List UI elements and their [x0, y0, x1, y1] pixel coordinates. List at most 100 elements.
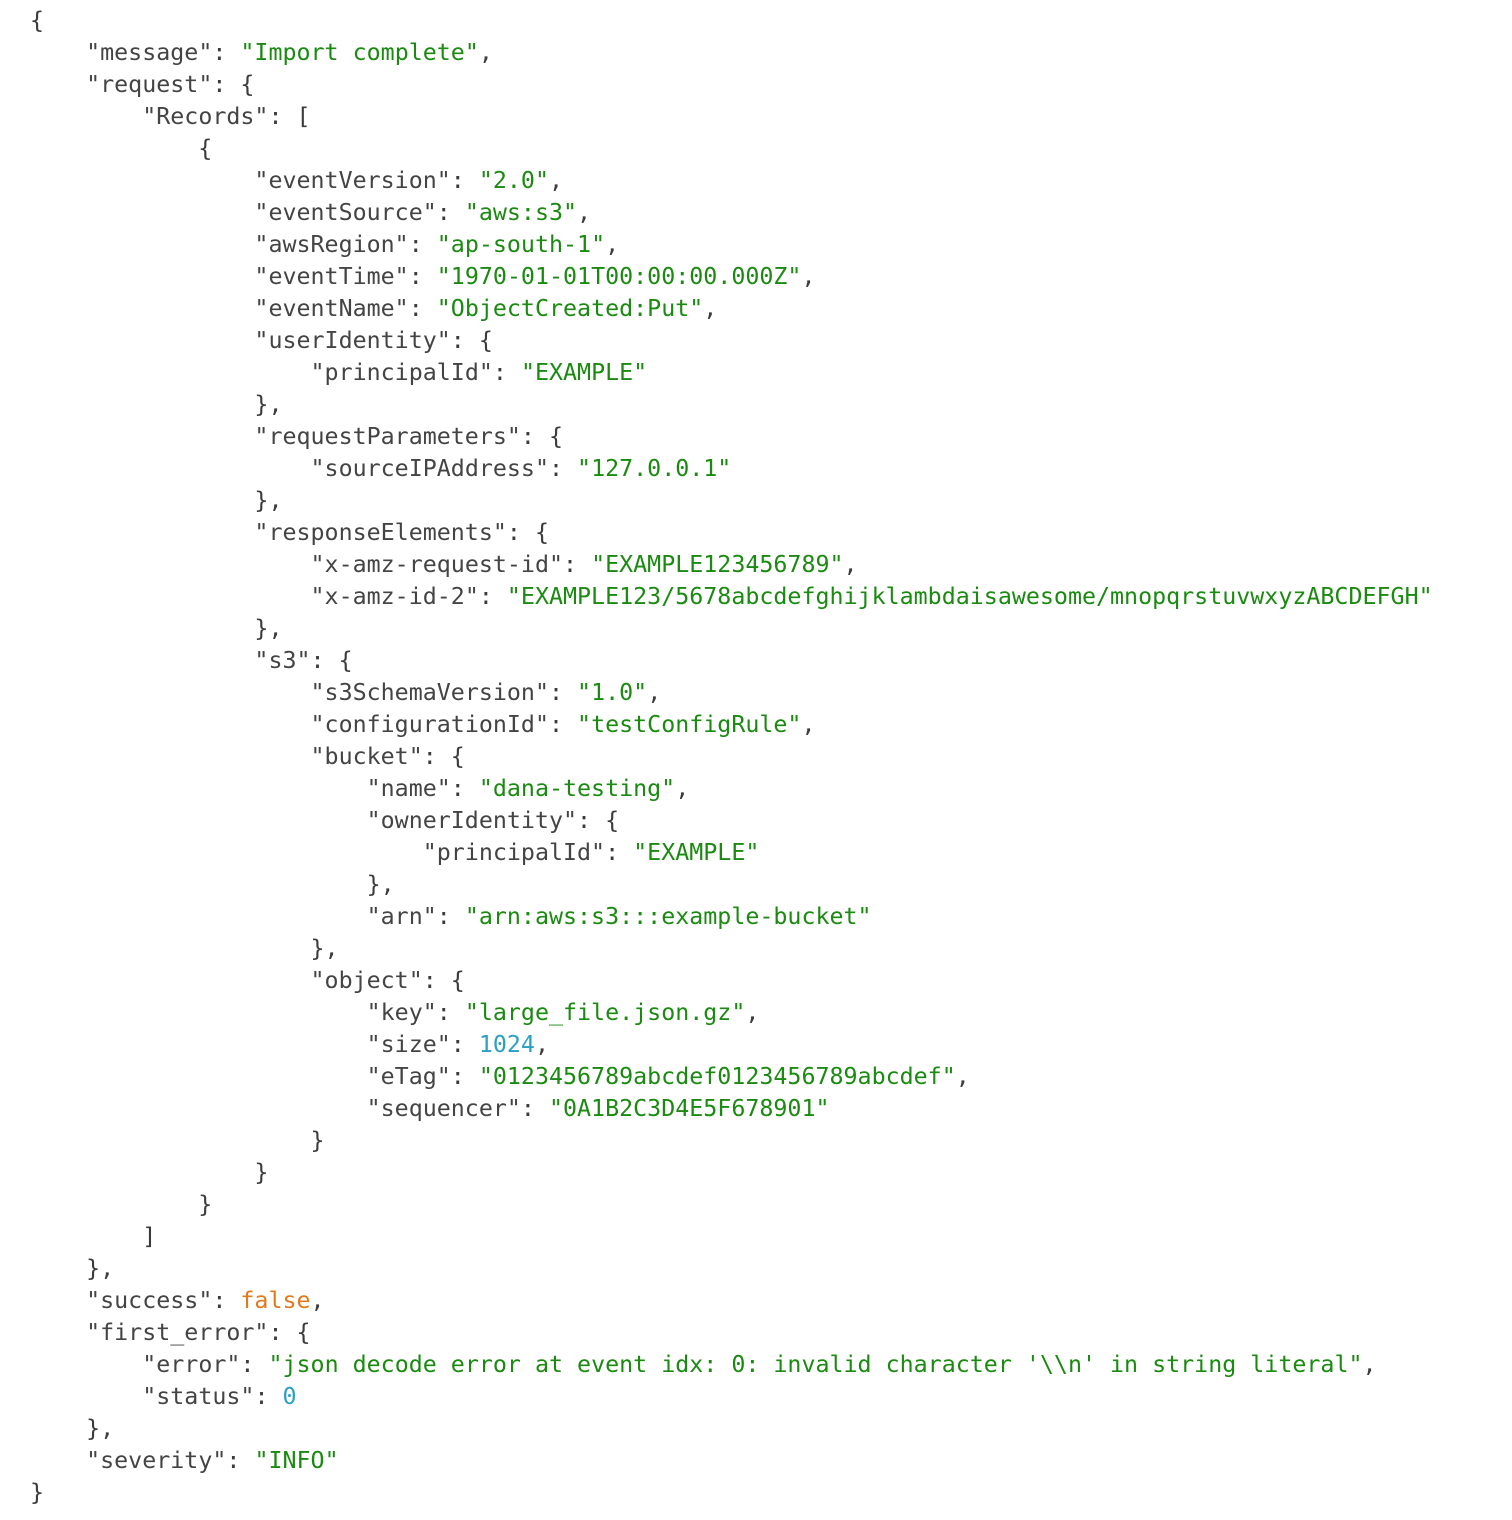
json-number-value: 0 — [282, 1383, 297, 1410]
json-line: }, — [30, 485, 1433, 517]
json-line: "s3SchemaVersion": "1.0", — [30, 677, 1433, 709]
json-line: }, — [30, 613, 1433, 645]
json-punctuation — [30, 327, 254, 354]
json-punctuation: : — [450, 775, 479, 802]
json-punctuation: } — [30, 1479, 45, 1506]
json-punctuation: }, — [30, 391, 283, 418]
json-punctuation: , — [549, 167, 564, 194]
json-line: "eTag": "0123456789abcdef0123456789abcde… — [30, 1061, 1433, 1093]
json-punctuation: , — [843, 551, 858, 578]
json-punctuation: : { — [506, 519, 549, 546]
json-punctuation: : { — [310, 647, 353, 674]
json-string-value: "aws:s3" — [464, 199, 578, 226]
json-string-value: "testConfigRule" — [577, 711, 802, 738]
json-key: "configurationId" — [310, 711, 549, 738]
json-punctuation — [30, 1351, 142, 1378]
json-punctuation: }, — [30, 615, 283, 642]
json-punctuation: , — [1362, 1351, 1377, 1378]
json-string-value: "EXAMPLE" — [633, 839, 760, 866]
json-punctuation — [30, 359, 311, 386]
json-line: "configurationId": "testConfigRule", — [30, 709, 1433, 741]
json-punctuation: : { — [422, 743, 465, 770]
json-line: "x-amz-id-2": "EXAMPLE123/5678abcdefghij… — [30, 581, 1433, 613]
json-key: "object" — [310, 967, 423, 994]
json-line: "name": "dana-testing", — [30, 773, 1433, 805]
json-key: "eventSource" — [254, 199, 437, 226]
json-line: }, — [30, 1413, 1433, 1445]
json-punctuation: ] — [30, 1223, 157, 1250]
json-punctuation: : — [548, 679, 578, 706]
json-key: "name" — [366, 775, 451, 802]
json-line: "eventSource": "aws:s3", — [30, 197, 1433, 229]
json-punctuation: { — [30, 7, 45, 34]
json-punctuation: , — [745, 999, 760, 1026]
json-line: "awsRegion": "ap-south-1", — [30, 229, 1433, 261]
json-line: "success": false, — [30, 1285, 1433, 1317]
json-punctuation — [30, 455, 311, 482]
json-line: "x-amz-request-id": "EXAMPLE123456789", — [30, 549, 1433, 581]
json-punctuation: , — [534, 1031, 549, 1058]
json-string-value: "dana-testing" — [478, 775, 676, 802]
json-line: "eventTime": "1970-01-01T00:00:00.000Z", — [30, 261, 1433, 293]
json-punctuation — [30, 583, 311, 610]
json-key: "userIdentity" — [254, 327, 451, 354]
json-line: "userIdentity": { — [30, 325, 1433, 357]
json-key: "status" — [142, 1383, 255, 1410]
json-line: "sourceIPAddress": "127.0.0.1" — [30, 453, 1433, 485]
json-punctuation: , — [310, 1287, 325, 1314]
json-line: "eventVersion": "2.0", — [30, 165, 1433, 197]
json-string-value: "large_file.json.gz" — [464, 999, 746, 1026]
json-key: "x-amz-request-id" — [310, 551, 563, 578]
json-punctuation: : — [436, 903, 465, 930]
json-line: }, — [30, 869, 1433, 901]
json-line: "requestParameters": { — [30, 421, 1433, 453]
json-punctuation: : — [408, 231, 437, 258]
json-punctuation: }, — [30, 871, 395, 898]
json-punctuation — [30, 1383, 142, 1410]
json-line: "Records": [ — [30, 101, 1433, 133]
json-line: "error": "json decode error at event idx… — [30, 1349, 1433, 1381]
json-punctuation: , — [703, 295, 718, 322]
json-punctuation — [30, 743, 311, 770]
json-punctuation: : — [212, 39, 241, 66]
json-line: { — [30, 133, 1433, 165]
json-punctuation: }, — [30, 1255, 115, 1282]
json-punctuation: : — [492, 359, 521, 386]
json-line: "size": 1024, — [30, 1029, 1433, 1061]
json-key: "bucket" — [310, 743, 423, 770]
json-key: "Records" — [142, 103, 269, 130]
json-punctuation: , — [955, 1063, 970, 1090]
json-punctuation: : — [436, 199, 465, 226]
json-line: }, — [30, 933, 1433, 965]
json-punctuation: } — [30, 1159, 269, 1186]
json-number-value: 1024 — [478, 1031, 535, 1058]
json-line: "sequencer": "0A1B2C3D4E5F678901" — [30, 1093, 1433, 1125]
json-key: "requestParameters" — [254, 423, 521, 450]
json-string-value: "arn:aws:s3:::example-bucket" — [464, 903, 872, 930]
json-line: } — [30, 1125, 1433, 1157]
json-viewer: { "message": "Import complete", "request… — [30, 5, 1433, 1509]
json-punctuation: : { — [520, 423, 563, 450]
json-punctuation — [30, 423, 254, 450]
json-line: "s3": { — [30, 645, 1433, 677]
json-punctuation — [30, 263, 254, 290]
json-key: "error" — [142, 1351, 241, 1378]
json-key: "s3SchemaVersion" — [310, 679, 549, 706]
json-punctuation: : { — [450, 327, 493, 354]
json-punctuation — [30, 711, 311, 738]
json-punctuation — [30, 807, 367, 834]
json-punctuation — [30, 1319, 86, 1346]
json-punctuation — [30, 199, 254, 226]
json-punctuation: : — [240, 1351, 269, 1378]
json-key: "severity" — [86, 1447, 227, 1474]
json-key: "eventName" — [254, 295, 409, 322]
json-punctuation — [30, 903, 367, 930]
json-punctuation — [30, 679, 311, 706]
json-punctuation: : — [520, 1095, 549, 1122]
json-key: "principalId" — [422, 839, 606, 866]
json-line: "principalId": "EXAMPLE" — [30, 357, 1433, 389]
json-punctuation — [30, 775, 367, 802]
json-key: "first_error" — [86, 1319, 269, 1346]
json-boolean-value: false — [240, 1287, 311, 1314]
json-key: "size" — [366, 1031, 451, 1058]
